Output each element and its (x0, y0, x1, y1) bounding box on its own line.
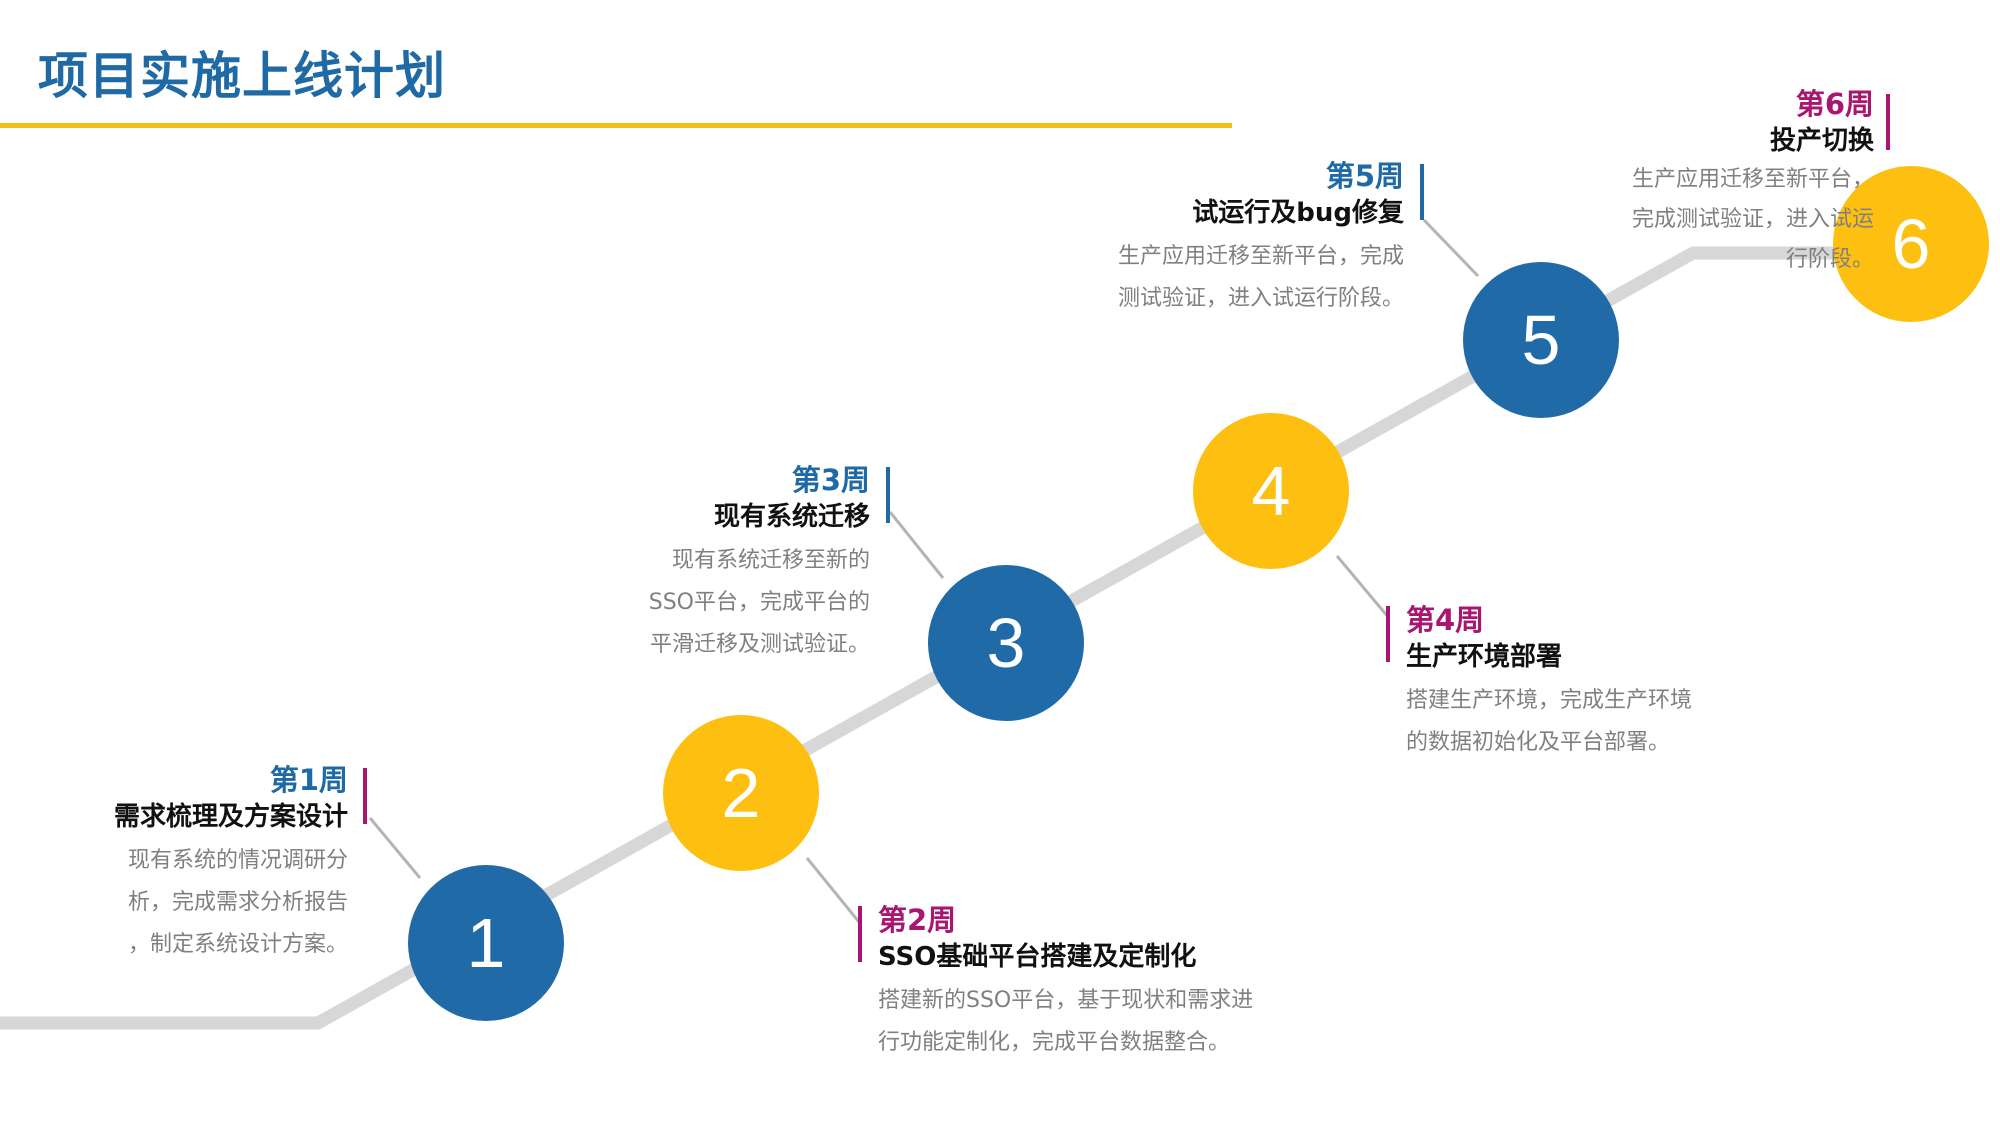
step-circle-1: 1 (408, 865, 564, 1021)
step-subtitle: SSO基础平台搭建及定制化 (878, 942, 1197, 972)
desc-line: 生产应用迁移至新平台，完成 (1117, 244, 1404, 269)
desc-line: 的数据初始化及平台部署。 (1406, 730, 1671, 755)
step-subtitle: 生产环境部署 (1406, 642, 1563, 672)
step-number: 4 (1251, 452, 1291, 530)
connector-2 (805, 857, 861, 923)
step-subtitle: 投产切换 (1769, 126, 1874, 156)
title-underline (0, 123, 1232, 128)
step-week: 第6周 (1795, 87, 1874, 121)
page-title: 项目实施上线计划 (38, 47, 446, 105)
step-number: 5 (1521, 301, 1561, 379)
step-number: 1 (466, 904, 506, 982)
connector-4 (1335, 555, 1391, 619)
desc-line: 现有系统迁移至新的 (671, 548, 870, 573)
step-week: 第4周 (1406, 603, 1485, 637)
desc-line: 测试验证，进入试运行阶段。 (1117, 286, 1404, 311)
step-description: 现有系统迁移至新的 SSO平台，完成平台的 平滑迁移及测试验证。 (649, 540, 870, 666)
step-week: 第2周 (878, 903, 957, 937)
accent-bar-1 (363, 768, 367, 824)
desc-line: 行阶段。 (1785, 247, 1874, 272)
step-subtitle: 现有系统迁移 (713, 502, 870, 532)
desc-line: 搭建生产环境，完成生产环境 (1406, 688, 1693, 713)
step-description: 搭建新的SSO平台，基于现状和需求进 行功能定制化，完成平台数据整合。 (878, 980, 1253, 1064)
desc-line: 行功能定制化，完成平台数据整合。 (878, 1030, 1231, 1055)
step-number: 6 (1891, 205, 1931, 283)
step-block-2: 第2周 SSO基础平台搭建及定制化 搭建新的SSO平台，基于现状和需求进 行功能… (878, 902, 1253, 1064)
step-circle-2: 2 (663, 715, 819, 871)
accent-bar-3 (886, 467, 890, 523)
step-circle-3: 3 (928, 565, 1084, 721)
step-subtitle: 需求梳理及方案设计 (113, 802, 348, 832)
step-number: 2 (721, 754, 761, 832)
step-subtitle: 试运行及bug修复 (1192, 198, 1404, 228)
step-description: 生产应用迁移至新平台， 完成测试验证，进入试运 行阶段。 (1632, 160, 1874, 280)
step-number: 3 (986, 604, 1026, 682)
step-week: 第5周 (1325, 159, 1404, 193)
step-block-1: 第1周 需求梳理及方案设计 现有系统的情况调研分 析，完成需求分析报告 ，制定系… (114, 762, 348, 966)
desc-line: 完成测试验证，进入试运 (1631, 207, 1874, 232)
step-block-4: 第4周 生产环境部署 搭建生产环境，完成生产环境 的数据初始化及平台部署。 (1406, 602, 1692, 764)
step-description: 搭建生产环境，完成生产环境 的数据初始化及平台部署。 (1406, 680, 1692, 764)
desc-line: 现有系统的情况调研分 (127, 848, 348, 873)
step-week: 第1周 (269, 763, 348, 797)
step-description: 生产应用迁移至新平台，完成 测试验证，进入试运行阶段。 (1118, 236, 1404, 320)
step-circle-6: 6 (1833, 166, 1989, 322)
connector-5 (1422, 218, 1480, 278)
step-circle-4: 4 (1193, 413, 1349, 569)
desc-line: ，制定系统设计方案。 (127, 932, 348, 957)
connector-1 (368, 817, 422, 879)
step-description: 现有系统的情况调研分 析，完成需求分析报告 ，制定系统设计方案。 (114, 840, 348, 966)
accent-bar-2 (858, 906, 862, 962)
step-block-5: 第5周 试运行及bug修复 生产应用迁移至新平台，完成 测试验证，进入试运行阶段… (1118, 158, 1404, 320)
accent-bar-5 (1420, 164, 1424, 220)
desc-line: 平滑迁移及测试验证。 (649, 632, 870, 657)
step-block-6: 第6周 投产切换 生产应用迁移至新平台， 完成测试验证，进入试运 行阶段。 (1632, 86, 1874, 280)
step-week: 第3周 (791, 463, 870, 497)
desc-line: SSO平台，完成平台的 (648, 590, 870, 615)
step-block-3: 第3周 现有系统迁移 现有系统迁移至新的 SSO平台，完成平台的 平滑迁移及测试… (649, 462, 870, 666)
desc-line: 析，完成需求分析报告 (127, 890, 348, 915)
accent-bar-6 (1886, 94, 1890, 150)
accent-bar-4 (1386, 606, 1390, 662)
connector-3 (888, 511, 945, 579)
desc-line: 生产应用迁移至新平台， (1631, 167, 1874, 192)
desc-line: 搭建新的SSO平台，基于现状和需求进 (878, 988, 1254, 1013)
step-circle-5: 5 (1463, 262, 1619, 418)
